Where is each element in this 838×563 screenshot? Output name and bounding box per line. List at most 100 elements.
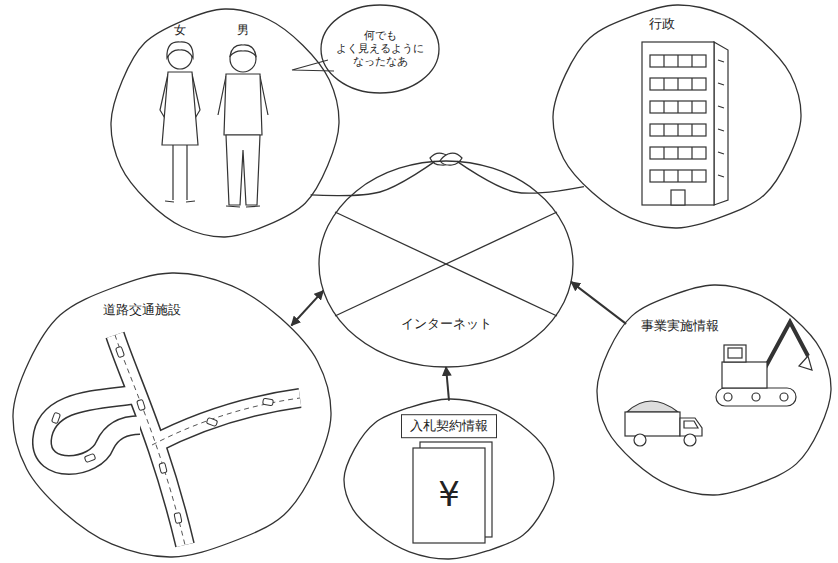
cars (84, 453, 95, 462)
excavator (728, 348, 742, 358)
bid-document (413, 448, 485, 543)
dump-truck (625, 412, 680, 436)
handshake (440, 153, 462, 165)
admin-bubble-outline (552, 4, 802, 229)
node-label: 男 (237, 23, 249, 37)
internet-oval-outline (318, 160, 574, 368)
text-slot: インターネット (398, 313, 495, 332)
text-slot: ¥ (438, 474, 460, 515)
node-label: 事業実施情報 (641, 318, 719, 334)
excavator (724, 393, 732, 401)
road-bubble: 道路交通施設 (12, 272, 332, 558)
cars (137, 399, 146, 410)
internet-cross (335, 212, 557, 316)
text-slot: 事業実施情報 (641, 315, 719, 334)
internet-cross (335, 212, 557, 316)
building (642, 42, 714, 205)
woman-figure (167, 42, 193, 58)
node-label: 女 (174, 23, 186, 37)
project-bubble-outline (596, 284, 832, 496)
text-slot: 何でも よく見えるように なったなあ (333, 29, 428, 69)
dump-truck (684, 434, 696, 446)
woman-figure (162, 72, 198, 145)
dump-truck (625, 401, 702, 446)
bid-bubble-outline (344, 399, 554, 559)
road-edges (42, 395, 140, 465)
road-surface (42, 335, 300, 545)
excavator (716, 322, 812, 406)
excavator (780, 393, 788, 401)
speech-bubble: 何でも よく見えるように なったなあ (320, 4, 440, 94)
data-flow-arrow (291, 291, 323, 326)
building-windows (664, 55, 692, 182)
people-bubble-outline (110, 8, 340, 238)
admin-bubble-outline (553, 5, 801, 228)
handshake-arm (457, 161, 584, 193)
road-center-line (115, 335, 300, 545)
internet-cross (335, 212, 557, 316)
internet-oval-outline (319, 161, 573, 367)
bid-document (413, 442, 492, 543)
internet-oval: インターネット (318, 160, 574, 368)
man-figure (218, 45, 268, 207)
dump-truck (684, 421, 698, 428)
node-label: 何でも よく見えるように なったなあ (333, 29, 428, 69)
handshake (430, 153, 462, 165)
building-windows (718, 60, 724, 177)
data-flow-arrow (446, 367, 449, 401)
project-bubble-outline (597, 285, 831, 495)
text-slot: 道路交通施設 (103, 299, 181, 318)
building (714, 42, 728, 205)
excavator (799, 356, 812, 370)
dump-truck (634, 434, 646, 446)
handshake-arm (311, 161, 435, 195)
excavator (722, 362, 767, 388)
man-figure (230, 45, 256, 56)
building-door (671, 190, 685, 205)
woman-figure (160, 42, 200, 202)
node-label: 行政 (649, 16, 675, 32)
man-figure (224, 74, 262, 135)
text-slot: 入札契約情報 (401, 414, 497, 438)
road-edges (42, 335, 300, 545)
woman-figure (165, 145, 195, 202)
road-bubble-outline (13, 273, 331, 557)
cars (159, 462, 167, 473)
road-center-line (115, 335, 185, 545)
man-figure (226, 206, 260, 207)
text-slot: 行政 (649, 13, 675, 32)
road-edges (152, 398, 300, 445)
man-figure (226, 135, 260, 205)
road-center-line (152, 398, 300, 445)
people-bubble: 女男 (110, 8, 340, 238)
excavator (724, 345, 746, 362)
building-windows (650, 55, 724, 182)
text-slot: 男 (237, 19, 249, 38)
label-box: 入札契約情報 (401, 414, 497, 438)
cars (206, 417, 217, 426)
dump-truck (680, 418, 702, 436)
text-slot: 女 (174, 19, 186, 38)
speech-bubble-outline (321, 5, 439, 93)
data-flow-arrow (571, 282, 626, 324)
node-label: インターネット (398, 316, 495, 332)
building (642, 42, 728, 205)
excavator (716, 388, 796, 406)
road-network (42, 335, 300, 545)
cars (174, 512, 182, 523)
excavator (765, 322, 808, 368)
node-label: 道路交通施設 (103, 302, 181, 318)
cars (263, 398, 274, 406)
excavator (752, 393, 760, 401)
people-bubble-outline (111, 9, 339, 237)
cars (51, 346, 273, 523)
road-surface (42, 395, 140, 465)
cars (115, 346, 124, 357)
project-bubble: 事業実施情報 (596, 284, 832, 496)
admin-bubble: 行政 (552, 4, 802, 229)
road-surface (152, 398, 300, 445)
dump-truck (627, 401, 678, 412)
